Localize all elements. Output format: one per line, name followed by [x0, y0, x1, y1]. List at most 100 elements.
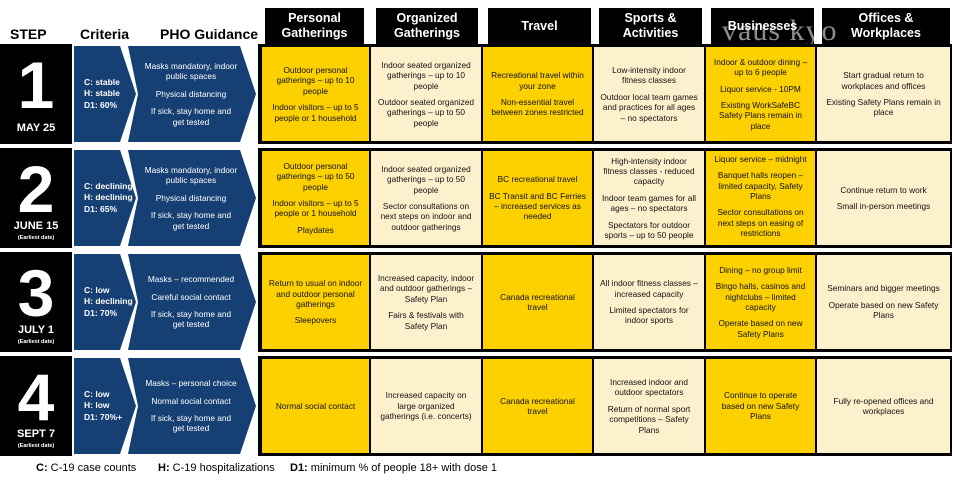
pho-guidance-item: Physical distancing [155, 88, 227, 99]
cell-line: Continue to operate based on new Safety … [721, 390, 800, 422]
header-sports-activities: Sports & Activities [599, 8, 702, 44]
cell-line: Existing Safety Plans remain in place [826, 97, 941, 118]
cell-line: Bingo halls, casinos and nightclubs – li… [715, 281, 806, 312]
cell-line: Indoor seated organized gatherings – up … [381, 59, 471, 91]
cell-personal-gatherings: Return to usual on indoor and outdoor pe… [262, 255, 369, 349]
cell-line: Liquor service - 10PM [720, 83, 801, 94]
pho-guidance-item: Masks – recommended [147, 274, 235, 285]
cell-personal-gatherings: Outdoor personal gatherings – up to 10 p… [262, 47, 369, 141]
cell-organized-gatherings: Increased capacity on large organized ga… [371, 359, 481, 453]
header-offices-workplaces: Offices & Workplaces [822, 8, 950, 44]
cell-line: Outdoor personal gatherings – up to 10 p… [276, 65, 355, 96]
cell-line: Sector consultations on next steps on ea… [717, 207, 804, 239]
pho-guidance-item: If sick, stay home and get tested [150, 309, 232, 330]
criteria-item: D1: 60% [84, 99, 118, 110]
step-date: JULY 1 [17, 324, 55, 336]
cell-line: Seminars and bigger meetings [827, 283, 940, 294]
pho-guidance-item: Normal social contact [151, 395, 231, 406]
step-number: 1 [17, 48, 55, 122]
earliest-date-note: (Earliest date) [17, 443, 55, 449]
criteria-item: H: low [84, 400, 110, 411]
cell-line: Increased capacity, indoor and outdoor g… [377, 273, 475, 304]
cell-line: Outdoor personal gatherings – up to 50 p… [276, 160, 355, 192]
cell-organized-gatherings: Increased capacity, indoor and outdoor g… [371, 255, 481, 349]
cell-line: Operate based on new Safety Plans [828, 299, 939, 321]
cell-line: Normal social contact [275, 400, 356, 411]
cell-line: BC Transit and BC Ferries – increased se… [489, 190, 586, 222]
header-travel: Travel [488, 8, 591, 44]
criteria-item: H: stable [84, 88, 120, 99]
criteria-item: D1: 65% [84, 203, 118, 214]
cell-line: Fairs & festivals with Safety Plan [388, 310, 464, 331]
cell-line: Continue return to work [840, 184, 927, 195]
cell-line: Existing WorkSafeBC Safety Plans remain … [718, 100, 802, 131]
earliest-date-note: (Earliest date) [17, 235, 55, 241]
criteria-item: D1: 70% [84, 307, 118, 318]
cell-line: Increased capacity on large organized ga… [380, 390, 472, 422]
legend-hospitalizations: H: C-19 hospitalizations [158, 462, 275, 474]
cell-line: Return of normal sport competitions – Sa… [607, 403, 691, 435]
criteria-item: D1: 70%+ [84, 411, 123, 422]
cell-line: High-intensity indoor fitness classes - … [603, 155, 695, 187]
legend-dose-one: D1: minimum % of people 18+ with dose 1 [290, 462, 497, 474]
cell-line: Fully re-opened offices and workplaces [833, 395, 934, 416]
cell-travel: BC recreational travel BC Transit and BC … [483, 151, 592, 245]
pho-guidance-item: Masks mandatory, indoor public spaces [144, 61, 238, 82]
cell-line: Low-intensity indoor fitness classes [612, 65, 686, 86]
pho-guidance-item: Masks mandatory, indoor public spaces [144, 165, 238, 186]
pho-guidance-item: If sick, stay home and get tested [150, 210, 232, 231]
cell-line: BC recreational travel [497, 174, 578, 185]
header-organized-gatherings: Organized Gatherings [376, 8, 478, 44]
cell-line: Sector consultations on next steps on in… [380, 201, 472, 232]
cell-line: Indoor & outdoor dining – up to 6 people [713, 56, 808, 78]
pho-guidance-item: If sick, stay home and get tested [150, 106, 232, 127]
step-number: 2 [17, 152, 55, 226]
cell-line: Recreational travel within your zone [491, 70, 584, 91]
cell-line: Canada recreational travel [500, 291, 575, 312]
cell-businesses: Continue to operate based on new Safety … [706, 359, 815, 453]
cell-line: Indoor seated organized gatherings – up … [381, 163, 471, 195]
header-personal-gatherings: Personal Gatherings [265, 8, 364, 44]
step-number: 3 [17, 256, 55, 330]
pho-guidance-item: Masks – personal choice [145, 378, 237, 389]
step-number: 4 [17, 360, 55, 434]
criteria-item: C: low [84, 284, 110, 295]
cell-line: Spectators for outdoor sports – up to 50… [604, 219, 694, 240]
cell-line: Indoor visitors – up to 5 people or 1 ho… [272, 198, 359, 219]
criteria-item: C: stable [84, 76, 120, 87]
criteria-item: C: declining [84, 180, 133, 191]
cell-line: Small in-person meetings [836, 201, 931, 211]
cell-line: Increased indoor and outdoor spectators [610, 377, 688, 398]
step-date: SEPT 7 [17, 428, 55, 440]
step-date: JUNE 15 [13, 220, 59, 232]
cell-line: Outdoor seated organized gatherings – up… [378, 97, 474, 128]
cell-organized-gatherings: Indoor seated organized gatherings – up … [371, 151, 481, 245]
cell-line: Outdoor local team games and practices f… [600, 91, 698, 123]
cell-offices-workplaces: Fully re-opened offices and workplaces [817, 359, 950, 453]
criteria-item: H: declining [84, 192, 133, 203]
cell-line: Start gradual return to workplaces and o… [841, 70, 926, 91]
pho-guidance-item: Physical distancing [155, 192, 227, 203]
cell-line: Liquor service – midnight [714, 154, 807, 164]
header-businesses: Businesses [711, 8, 814, 44]
legend-case-counts: C: C-19 case counts [36, 462, 137, 474]
cell-sports-activities: High-intensity indoor fitness classes - … [594, 151, 704, 245]
